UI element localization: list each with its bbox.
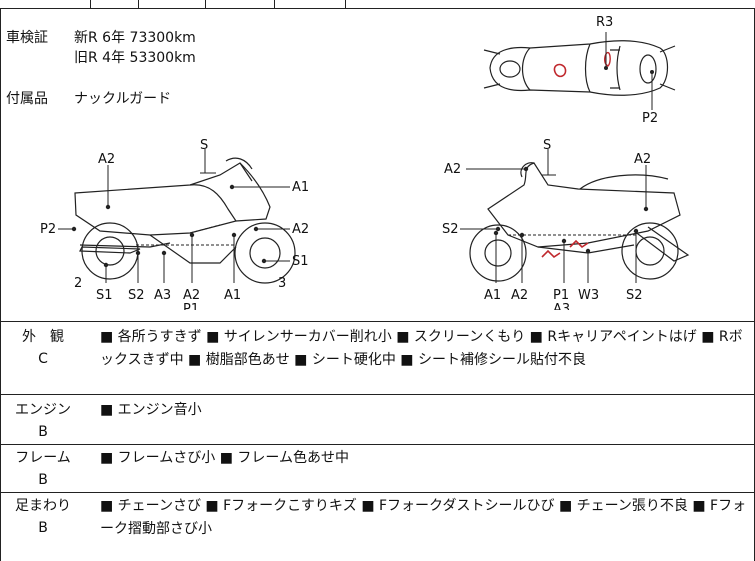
callout-label: A2 [511, 288, 528, 303]
callout-label: A2 [183, 288, 200, 303]
row-divider [0, 321, 755, 322]
callout-label: S2 [442, 222, 459, 237]
callout-label: A2 [634, 152, 651, 167]
strip-divider [138, 0, 139, 8]
section-text: ■ チェーンさび ■ Fフォークこすりキズ ■ Fフォークダストシールひび ■ … [100, 498, 747, 537]
section-grade: B [38, 424, 48, 440]
accessories-value: ナックルガード [74, 91, 172, 107]
section-grade: B [38, 472, 48, 488]
registration-old: 旧R 4年 53300km [74, 50, 196, 66]
callout-label: R3 [596, 15, 613, 30]
damage-mark [541, 249, 561, 259]
callout-label: P1 [183, 302, 199, 310]
damage-mark [553, 63, 567, 78]
section-grade: B [38, 520, 48, 536]
section-text: ■ フレームさび小 ■ フレーム色あせ中 [100, 450, 349, 466]
callout-label: A1 [224, 288, 241, 303]
section-text: ■ 各所うすきず ■ サイレンサーカバー削れ小 ■ スクリーンくもり ■ Rキャ… [100, 329, 743, 368]
registration-new: 新R 6年 73300km [74, 30, 196, 46]
right-view-diagram: S A2 A2 S2 A1 A2 P1 A3 W3 S2 [442, 138, 690, 310]
callout-label: S [200, 138, 208, 153]
row-divider [0, 492, 755, 493]
strip-divider [205, 0, 206, 8]
callout-label: A2 [292, 222, 309, 237]
row-divider [0, 394, 755, 395]
section-label: フレーム [15, 450, 71, 466]
section-label: 外 観 [22, 329, 64, 345]
callout-label: P2 [642, 111, 658, 126]
callout-label: 2 [74, 276, 82, 291]
section-grade: C [38, 351, 48, 367]
accessories-label: 付属品 [6, 91, 48, 107]
damage-mark [603, 51, 611, 67]
callout-label: S2 [626, 288, 643, 303]
callout-label: W3 [578, 288, 599, 303]
section-text: ■ エンジン音小 [100, 402, 202, 418]
callout-label: A2 [444, 162, 461, 177]
callout-label: A1 [292, 180, 309, 195]
top-view-diagram: R3 P2 [483, 15, 676, 126]
callout-label: A2 [98, 152, 115, 167]
callout-label: A3 [154, 288, 171, 303]
section-label: 足まわり [15, 498, 71, 514]
section-label: エンジン [15, 402, 71, 418]
strip-divider [274, 0, 275, 8]
top-strip [0, 0, 755, 9]
left-view-diagram: S A2 A1 P2 A2 S1 2 3 S1 S2 A3 A2 P1 A1 [40, 138, 309, 310]
row-divider [0, 444, 755, 445]
callout-label: P1 [553, 288, 569, 303]
strip-divider [90, 0, 91, 8]
damage-mark [569, 239, 589, 249]
callout-label: S1 [96, 288, 113, 303]
callout-label: A1 [484, 288, 501, 303]
callout-label: 3 [278, 276, 286, 291]
strip-divider [345, 0, 346, 8]
callout-label: S [543, 138, 551, 153]
callout-label: P2 [40, 222, 56, 237]
registration-label: 車検証 [6, 30, 48, 46]
callout-label: S1 [292, 254, 309, 269]
callout-label: S2 [128, 288, 145, 303]
callout-label: A3 [553, 302, 570, 310]
